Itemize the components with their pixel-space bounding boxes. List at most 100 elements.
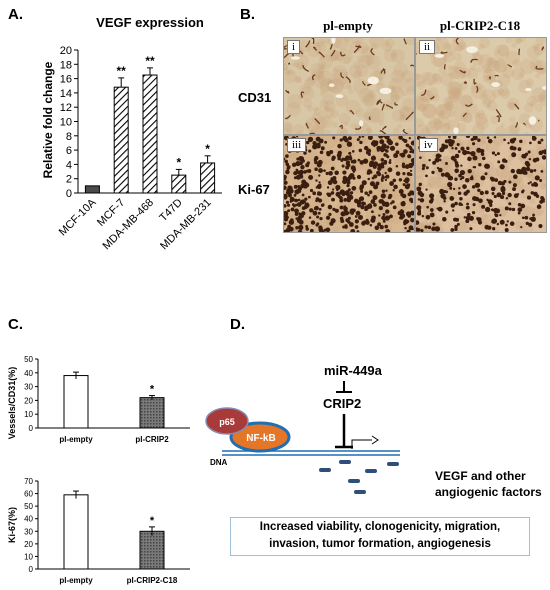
- lumen-mark: [466, 46, 478, 53]
- tissue-texture: [506, 98, 520, 111]
- tissue-texture: [389, 92, 400, 102]
- vessel-mark: [440, 51, 448, 54]
- nucleus-mark: [330, 166, 335, 171]
- nucleus-mark: [401, 164, 405, 167]
- nucleus-mark: [398, 136, 403, 140]
- nucleus-mark: [416, 220, 420, 225]
- tissue-texture: [298, 40, 311, 53]
- tissue-texture: [532, 43, 540, 51]
- nucleus-mark: [317, 198, 323, 203]
- tissue-texture: [455, 43, 464, 53]
- tissue-texture: [531, 87, 546, 103]
- nucleus-mark: [316, 215, 320, 219]
- nucleus-mark: [409, 169, 413, 172]
- nucleus-mark: [288, 219, 295, 225]
- vessel-mark: [459, 69, 466, 74]
- nucleus-mark: [525, 162, 531, 168]
- nucleus-mark: [298, 161, 303, 166]
- nucleus-mark: [372, 195, 378, 201]
- nucleus-mark: [346, 141, 353, 147]
- tissue-texture: [447, 213, 452, 218]
- nucleus-mark: [434, 226, 441, 232]
- chart-a-bar: [84, 185, 100, 194]
- tissue-texture: [444, 49, 452, 58]
- tissue-texture: [390, 93, 400, 103]
- tissue-texture: [401, 89, 408, 97]
- tissue-texture: [500, 123, 505, 128]
- nucleus-mark: [339, 138, 343, 142]
- nucleus-mark: [532, 213, 535, 217]
- nucleus-mark: [521, 166, 527, 173]
- lumen-mark: [290, 56, 300, 60]
- tissue-texture: [284, 64, 289, 71]
- nucleus-mark: [304, 197, 308, 201]
- tissue-texture: [420, 127, 432, 134]
- tissue-texture: [333, 69, 349, 85]
- nucleus-mark: [526, 195, 532, 200]
- nucleus-mark: [363, 220, 366, 223]
- nucleus-mark: [466, 146, 470, 151]
- chart-c-y-tick-label: 20: [24, 396, 33, 405]
- vessel-mark: [495, 108, 502, 118]
- nucleus-mark: [354, 215, 358, 218]
- nucleus-mark: [447, 176, 450, 179]
- chart-a-x-tick-label: MDA-MB-231: [158, 197, 214, 253]
- tissue-texture: [481, 138, 487, 144]
- nucleus-mark: [400, 201, 406, 207]
- tissue-texture: [336, 126, 347, 134]
- nucleus-mark: [384, 171, 387, 175]
- nucleus-mark: [454, 168, 459, 174]
- nucleus-mark: [402, 172, 406, 176]
- tissue-texture: [426, 87, 439, 99]
- nucleus-mark: [298, 169, 304, 175]
- nucleus-mark: [457, 191, 462, 195]
- nucleus-mark: [462, 149, 468, 156]
- tissue-texture: [286, 102, 301, 117]
- nucleus-mark: [308, 216, 312, 219]
- tissue-texture: [352, 38, 363, 45]
- factors-line-1: VEGF and other: [435, 469, 526, 483]
- nucleus-mark: [529, 169, 534, 173]
- tissue-texture: [390, 69, 405, 84]
- vessel-mark: [488, 76, 491, 80]
- chart-c-bar: [63, 494, 89, 570]
- chart-a-y-tick-label: 20: [60, 45, 72, 57]
- nucleus-mark: [343, 210, 349, 216]
- nucleus-mark: [357, 158, 361, 162]
- vessel-mark: [355, 45, 362, 48]
- nucleus-mark: [421, 167, 425, 171]
- tissue-texture: [451, 38, 466, 52]
- nucleus-mark: [287, 193, 292, 198]
- nucleus-mark: [509, 145, 515, 151]
- nucleus-mark: [478, 162, 482, 167]
- nucleus-mark: [466, 150, 470, 155]
- chart-a-significance: *: [205, 142, 210, 156]
- nucleus-mark: [500, 164, 504, 168]
- tissue-texture: [343, 38, 353, 43]
- nucleus-mark: [435, 153, 441, 159]
- chart-c-x-tick-label: pl-CRIP2: [135, 435, 169, 444]
- tissue-texture: [493, 59, 507, 73]
- nucleus-mark: [341, 164, 345, 168]
- tissue-texture: [349, 41, 361, 53]
- nucleus-mark: [330, 218, 336, 224]
- nucleus-mark: [516, 168, 522, 175]
- nucleus-mark: [432, 160, 437, 165]
- nucleus-mark: [377, 166, 382, 171]
- vessel-mark: [496, 115, 500, 123]
- tissue-texture: [482, 74, 490, 83]
- nucleus-mark: [369, 223, 373, 227]
- lumen-mark: [491, 82, 500, 88]
- nucleus-mark: [352, 159, 357, 164]
- nucleus-mark: [356, 174, 362, 180]
- nucleus-mark: [284, 214, 289, 219]
- nucleus-mark: [381, 215, 386, 221]
- nucleus-mark: [294, 208, 299, 214]
- nucleus-mark: [385, 149, 389, 153]
- tissue-texture: [499, 88, 511, 100]
- tissue-texture: [378, 187, 383, 193]
- nucleus-mark: [445, 162, 448, 165]
- nucleus-mark: [373, 203, 377, 207]
- vessel-mark: [353, 45, 361, 54]
- nucleus-mark: [542, 200, 545, 203]
